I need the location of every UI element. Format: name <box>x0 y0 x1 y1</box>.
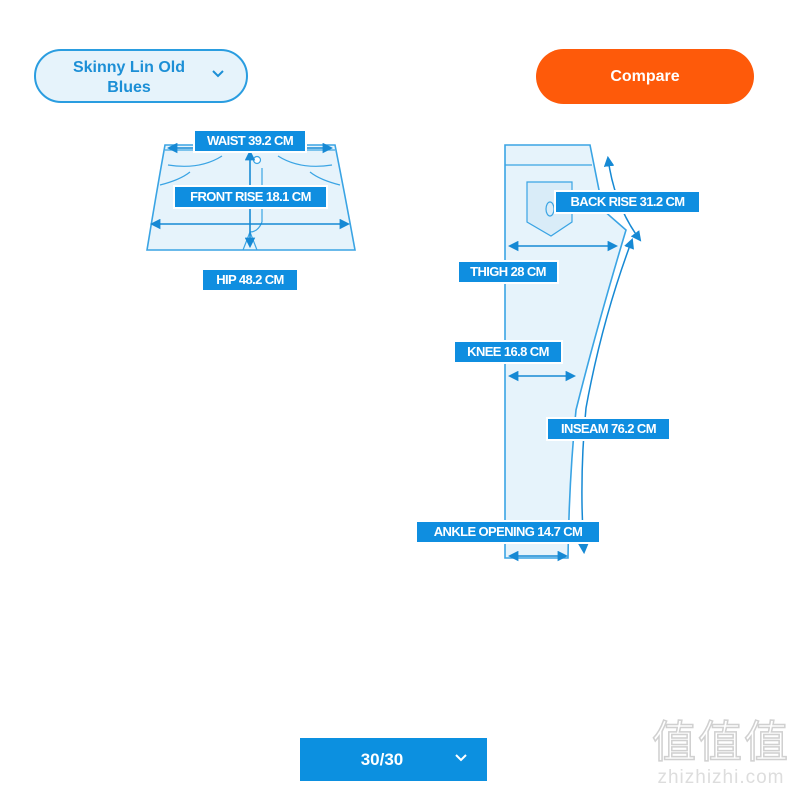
compare-button[interactable]: Compare <box>536 49 754 104</box>
size-select-label: 30/30 <box>360 750 404 769</box>
watermark-logo: 值值值 <box>651 717 790 768</box>
inseam-label: INSEAM 76.2 CM <box>546 417 671 441</box>
knee-label: KNEE 16.8 CM <box>453 340 563 364</box>
product-select-label: Skinny Lin Old Blues <box>72 59 185 96</box>
ankle-opening-label: ANKLE OPENING 14.7 CM <box>415 520 601 544</box>
watermark-url: zhizhizhi.com <box>657 767 785 788</box>
waist-label: WAIST 39.2 CM <box>193 129 307 153</box>
chevron-down-icon <box>212 70 224 78</box>
thigh-label: THIGH 28 CM <box>457 260 559 284</box>
watermark: 值值值 zhizhizhi.com <box>651 717 790 789</box>
product-select[interactable]: Skinny Lin Old Blues <box>34 49 248 103</box>
inseam-arrow <box>578 238 634 555</box>
size-select[interactable]: 30/30 <box>300 738 487 781</box>
back-rise-label: BACK RISE 31.2 CM <box>554 190 701 214</box>
front-rise-label: FRONT RISE 18.1 CM <box>173 185 328 209</box>
compare-button-label: Compare <box>610 67 680 85</box>
hip-label: HIP 48.2 CM <box>201 268 299 292</box>
chevron-down-icon <box>455 754 467 762</box>
